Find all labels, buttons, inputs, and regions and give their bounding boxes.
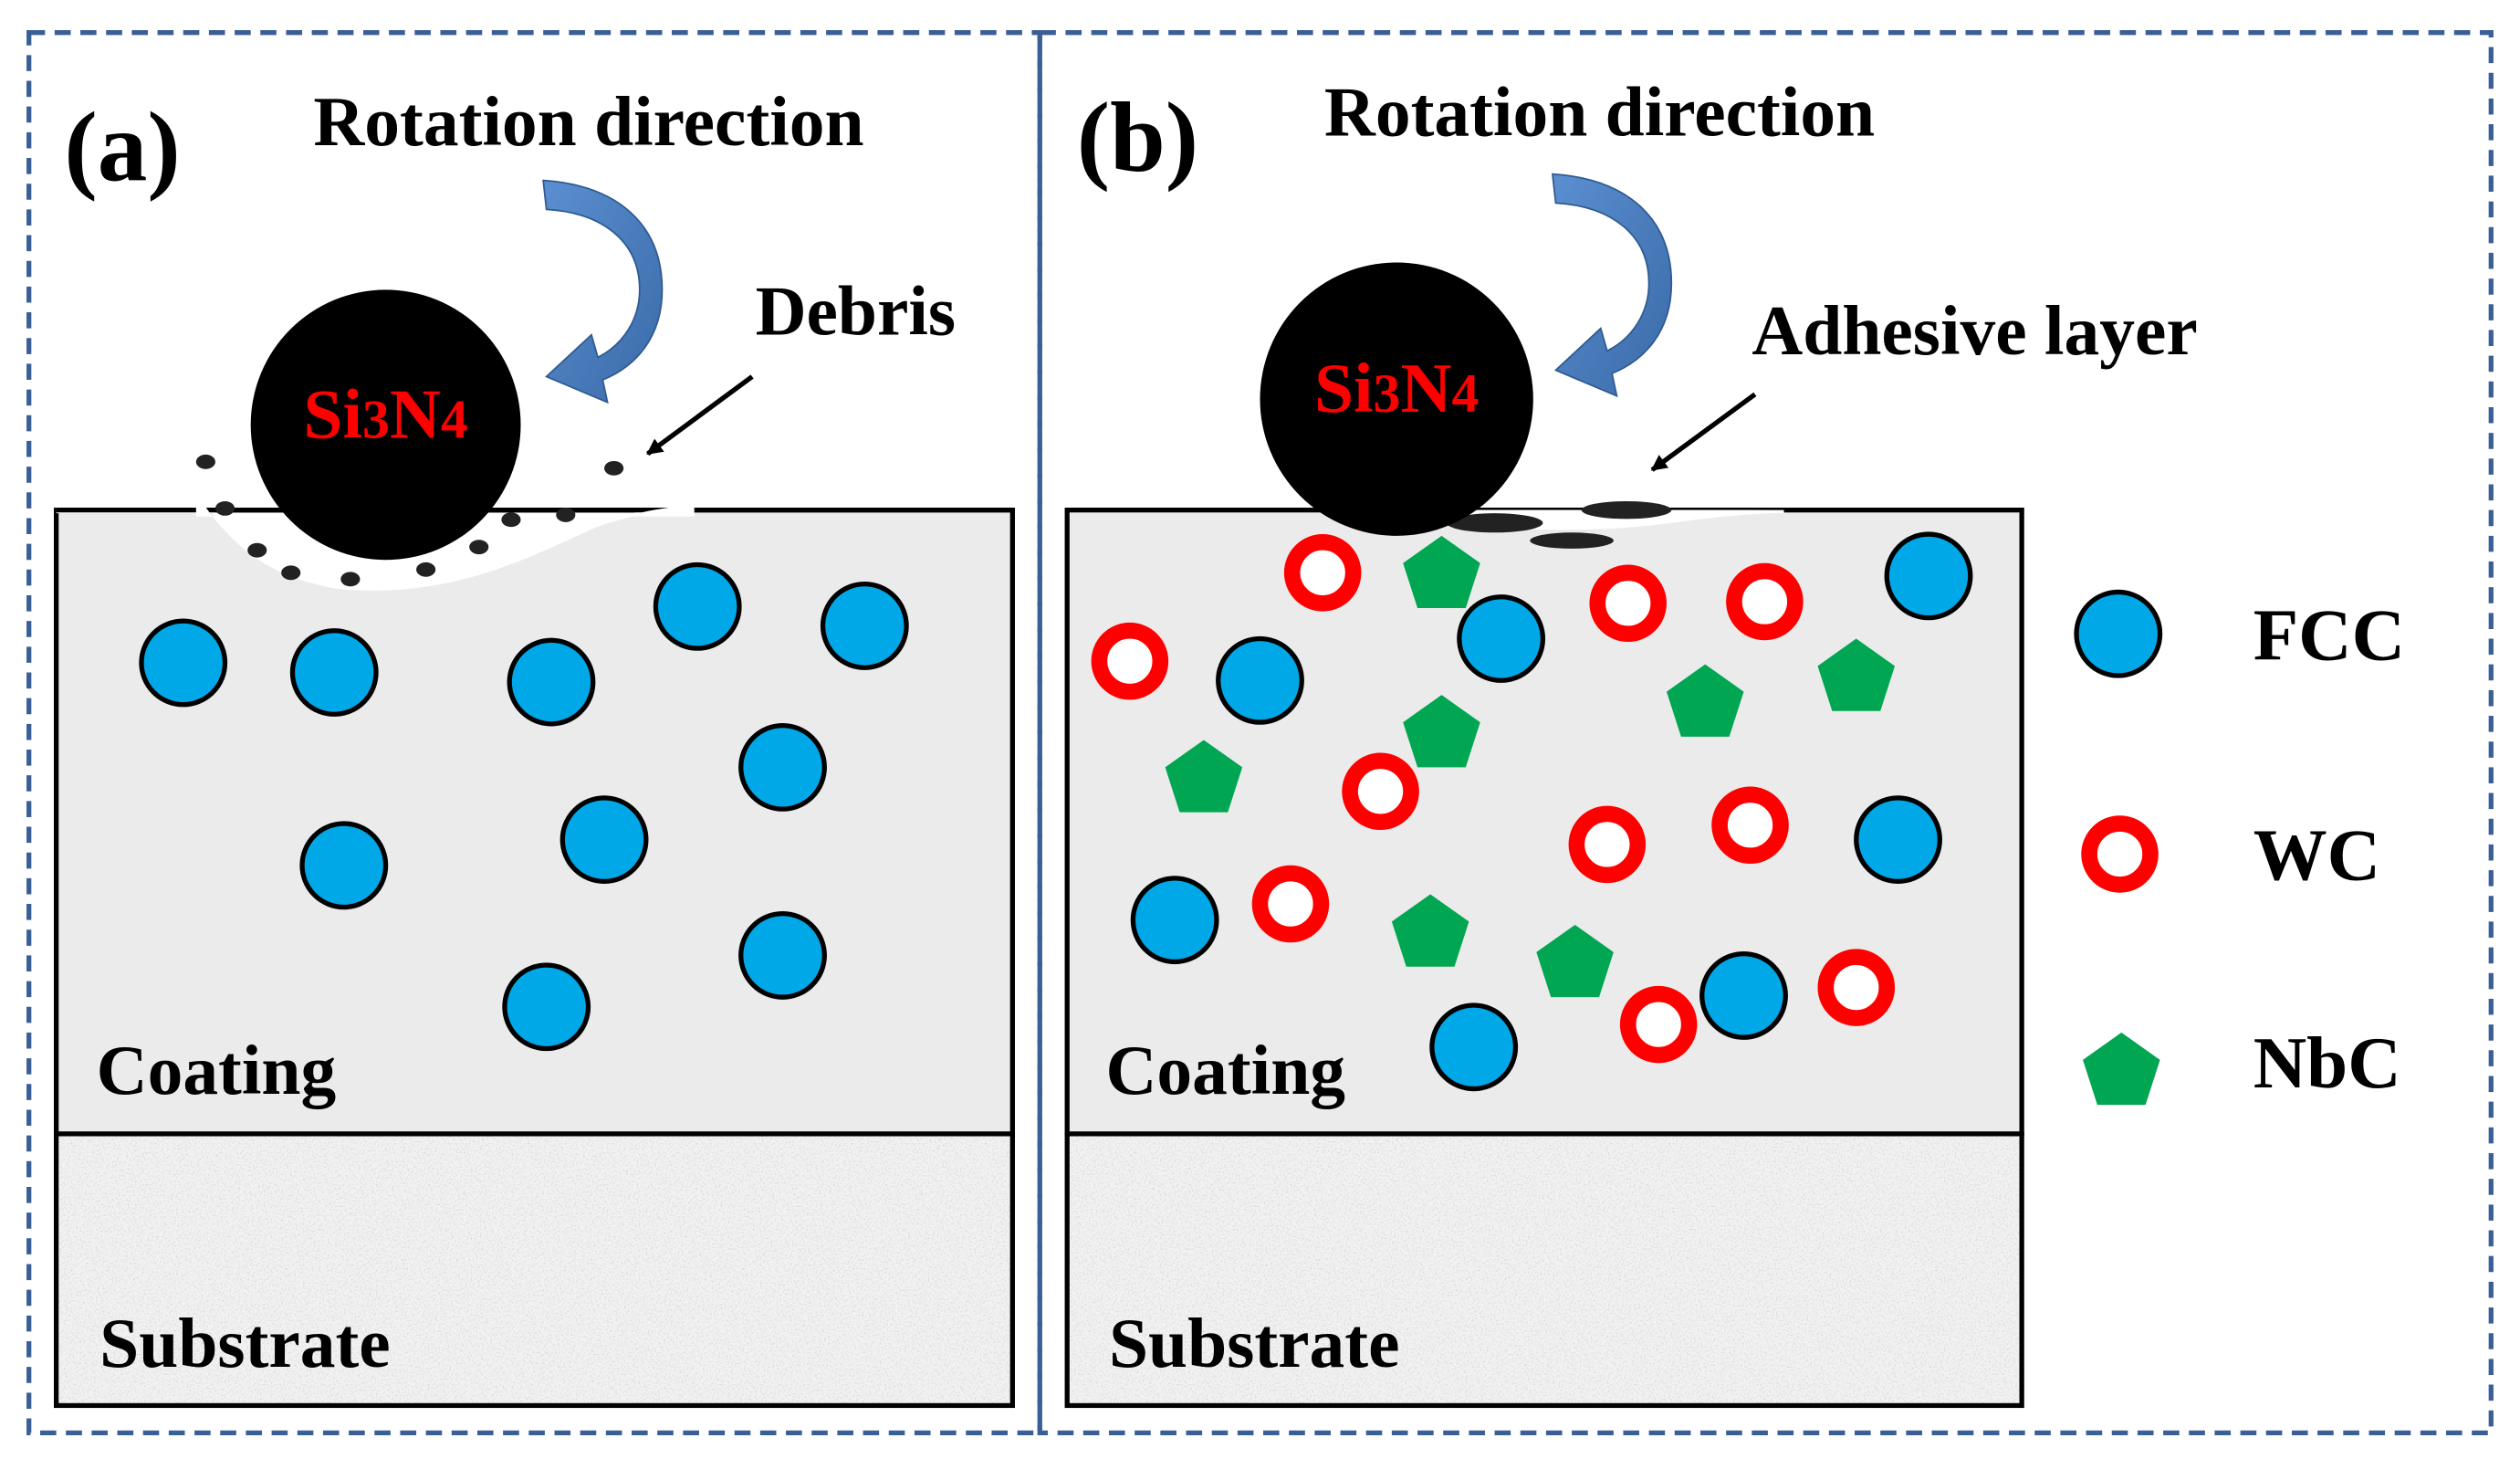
panel-b-substrate — [1067, 1133, 2023, 1406]
panel-b: (b) Rotation direction Si3N4 Adhesive la… — [1064, 72, 2198, 1409]
panel-b-fcc-particles — [1130, 531, 1973, 1092]
panel-a-ball-label: Si3N4 — [303, 374, 467, 453]
curved-arrow-icon — [1551, 173, 1673, 398]
panel-b-wc-particles — [1091, 534, 1896, 1064]
frame-right — [1037, 30, 2494, 1436]
panel-a-substrate — [56, 1133, 1013, 1406]
legend-fcc-swatch — [2074, 589, 2163, 678]
panel-b-si3n4-ball — [1260, 262, 1533, 536]
panel-a: (a) Rotation direction Si3N4 — [53, 82, 1015, 1409]
panel-a-coating-label: Coating — [97, 1031, 337, 1109]
panel-a-label: (a) — [64, 92, 180, 203]
pointer-arrow-icon — [1650, 392, 1757, 472]
panel-a-fcc-particles — [139, 562, 909, 1052]
panel-b-label: (b) — [1077, 82, 1198, 193]
panel-b-coating-label: Coating — [1105, 1031, 1345, 1109]
panel-a-si3n4-ball — [250, 289, 521, 561]
legend-wc-label: WC — [2253, 814, 2380, 897]
legend-wc-swatch — [2081, 815, 2159, 893]
legend: FCC WC NbC — [2074, 589, 2405, 1106]
panel-b-ball-label: Si3N4 — [1314, 349, 1479, 427]
panel-b-rotation-label: Rotation direction — [1324, 72, 1875, 151]
panel-a-rotation-label: Rotation direction — [313, 82, 863, 161]
panel-b-substrate-label: Substrate — [1109, 1304, 1400, 1382]
legend-fcc-label: FCC — [2253, 593, 2405, 676]
panel-a-substrate-label: Substrate — [99, 1304, 391, 1382]
panel-b-nbc-particles — [1165, 535, 1896, 998]
panel-a-debris — [195, 454, 624, 587]
legend-nbc-swatch — [2083, 1032, 2160, 1106]
panel-a-debris-label: Debris — [756, 272, 956, 351]
pointer-arrow-icon — [646, 374, 754, 457]
legend-nbc-label: NbC — [2253, 1022, 2401, 1104]
panel-b-adhesive-smears — [1446, 500, 1672, 549]
panel-b-adhesive-label: Adhesive layer — [1751, 291, 2197, 370]
curved-arrow-icon — [542, 179, 664, 404]
